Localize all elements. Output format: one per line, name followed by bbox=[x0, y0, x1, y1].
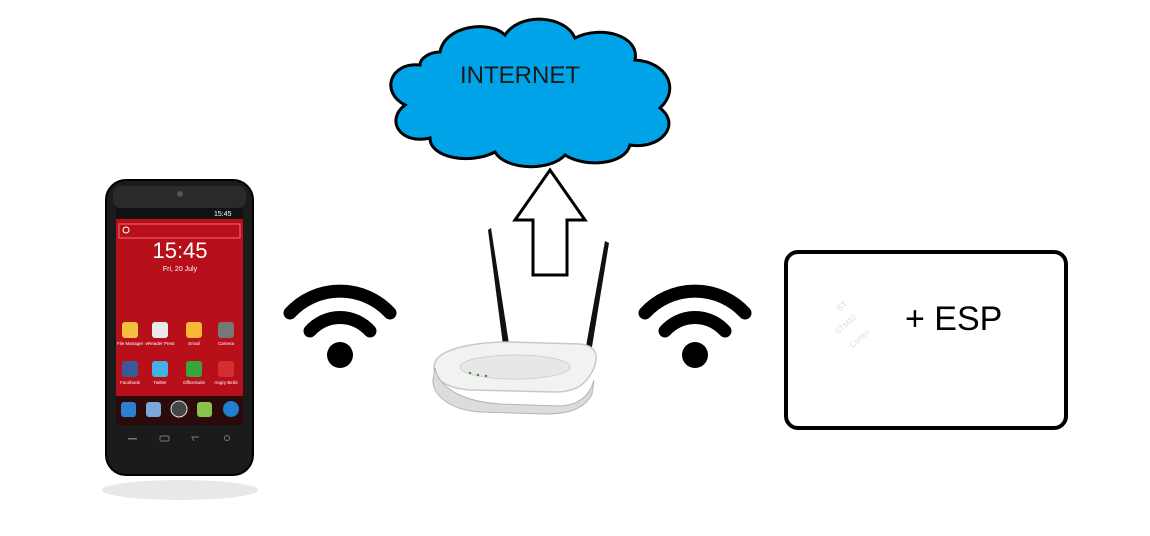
wifi-arc-outer bbox=[283, 284, 397, 320]
wifi-arc-outer bbox=[638, 284, 752, 320]
menu-button bbox=[128, 438, 137, 440]
router-led bbox=[476, 373, 480, 377]
up-arrow-icon bbox=[512, 167, 588, 277]
home-button bbox=[159, 435, 170, 442]
router-led bbox=[468, 371, 472, 375]
router-led bbox=[484, 374, 488, 378]
ereader-icon bbox=[152, 322, 168, 338]
router-antenna-left bbox=[488, 228, 509, 345]
angry-birds-icon bbox=[218, 361, 234, 377]
phone-screen bbox=[116, 208, 243, 425]
messaging-icon bbox=[197, 402, 212, 417]
status-time: 15:45 bbox=[214, 211, 232, 218]
phone-dial-icon bbox=[121, 402, 136, 417]
search-icon bbox=[122, 226, 130, 234]
router-icon bbox=[432, 228, 609, 415]
email-icon bbox=[186, 322, 202, 338]
router-top-recess bbox=[459, 354, 571, 380]
internet-cloud bbox=[389, 17, 672, 169]
browser-icon bbox=[223, 401, 239, 417]
phone-bezel-top bbox=[113, 186, 246, 208]
clock-widget-date: Fri, 20 July bbox=[162, 266, 198, 273]
contacts-icon bbox=[146, 402, 161, 417]
esp-label: + ESP bbox=[905, 300, 1003, 338]
app-label-file-manager: File Manager bbox=[116, 341, 144, 346]
facebook-icon bbox=[122, 361, 138, 377]
app-label-officesuite: OfficeSuite bbox=[183, 380, 205, 385]
clock-widget-time: 15:45 bbox=[152, 238, 208, 263]
phone-status-bar bbox=[116, 208, 243, 219]
app-label-facebook: Facebook bbox=[120, 380, 140, 385]
internet-label: INTERNET bbox=[460, 62, 580, 89]
wifi-icon-left bbox=[283, 284, 397, 368]
app-label-camera: Camera bbox=[217, 341, 234, 346]
app-label-twitter: Twitter bbox=[153, 380, 167, 385]
camera-icon bbox=[218, 322, 234, 338]
arrow-shape bbox=[512, 167, 588, 277]
officesuite-icon bbox=[186, 361, 202, 377]
router-front bbox=[432, 367, 595, 415]
wifi-dot bbox=[327, 342, 353, 368]
wifi-icon-right bbox=[638, 284, 752, 368]
app-label-email: Email bbox=[188, 341, 200, 346]
app-label-angry-birds: Angry Birds bbox=[214, 380, 238, 385]
search-button bbox=[224, 435, 230, 441]
wifi-arc-inner bbox=[303, 311, 377, 338]
phone-search-bar bbox=[118, 223, 241, 239]
app-label-ereader: eReader Prest bbox=[145, 341, 175, 346]
router-antenna-right bbox=[585, 241, 609, 353]
file-manager-icon bbox=[122, 322, 138, 338]
app-drawer-icon bbox=[170, 400, 188, 418]
phone-camera bbox=[177, 191, 183, 197]
wifi-arc-inner bbox=[658, 311, 732, 338]
wifi-dot bbox=[682, 342, 708, 368]
phone-shadow bbox=[102, 480, 258, 500]
back-button bbox=[191, 436, 199, 442]
microcontroller-box bbox=[784, 250, 1068, 430]
cloud-shape bbox=[389, 17, 672, 169]
twitter-icon bbox=[152, 361, 168, 377]
smartphone bbox=[102, 179, 258, 500]
